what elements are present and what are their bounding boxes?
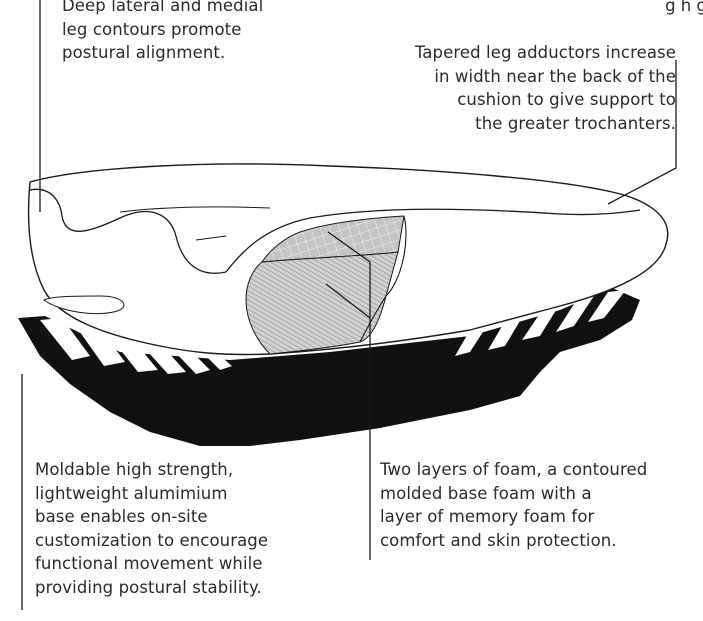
callout-aluminium-base: Moldable high strength, lightweight alum…: [35, 460, 269, 597]
leader-foam-hatch: [325, 283, 371, 319]
callout-cropped-fragment: g h g: [665, 0, 703, 15]
leader-foam: [327, 231, 371, 560]
callout-foam-layers: Two layers of foam, a contoured molded b…: [380, 460, 648, 550]
leader-lines: [21, 0, 677, 610]
leader-adductors: [607, 60, 677, 205]
callout-leg-contours: Deep lateral and medial leg contours pro…: [62, 0, 264, 62]
foam-cushion: [27, 163, 669, 356]
callout-leg-adductors: Tapered leg adductors increase in width …: [414, 43, 676, 133]
